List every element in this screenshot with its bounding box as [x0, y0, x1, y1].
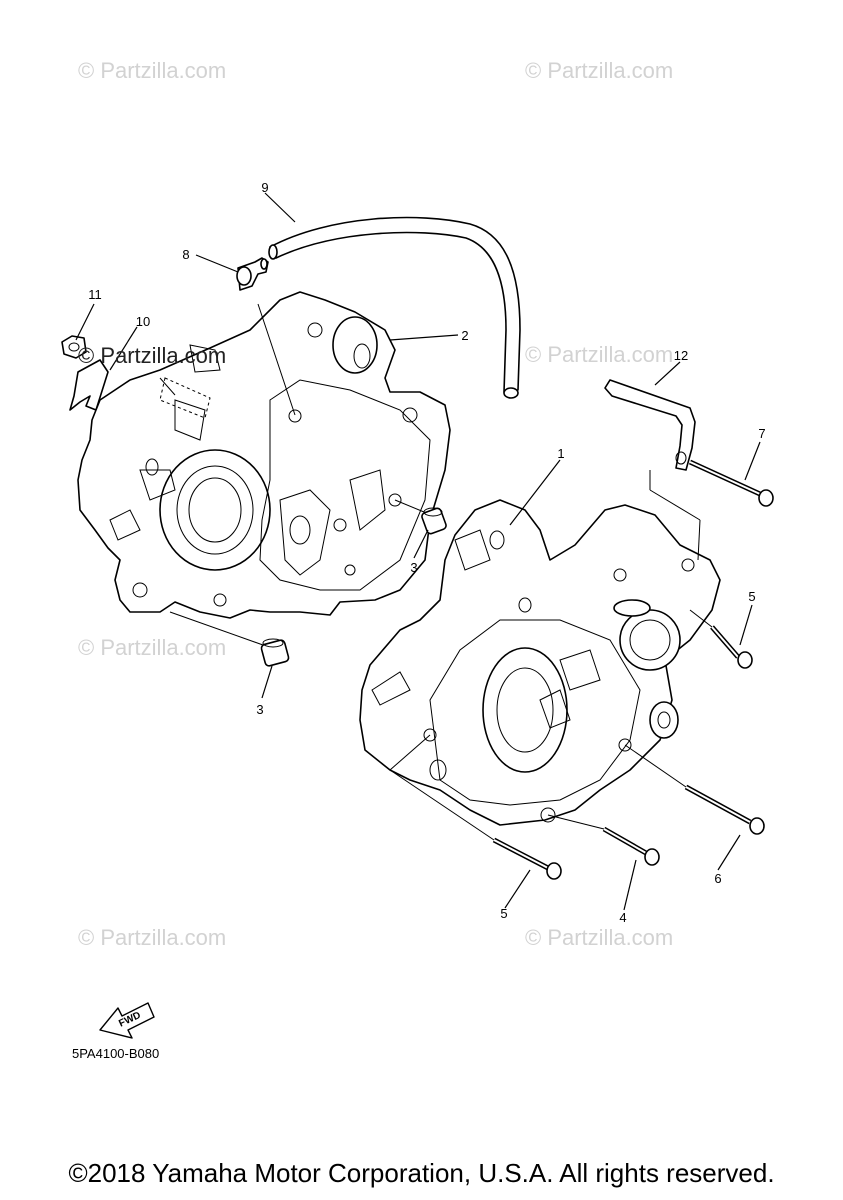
- callout-5-right: 5: [748, 589, 755, 604]
- callout-10: 10: [136, 314, 150, 329]
- fwd-arrow-icon: FWD: [99, 1002, 155, 1039]
- leader-lines: [75, 192, 761, 911]
- callout-2: 2: [461, 328, 468, 343]
- part-11-nut: [61, 335, 87, 359]
- callout-8: 8: [182, 247, 189, 262]
- callout-9: 9: [261, 180, 268, 195]
- part-7-bolt: [688, 459, 774, 507]
- callout-12: 12: [674, 348, 688, 363]
- callout-7: 7: [758, 426, 765, 441]
- part-5-bolt-right: [710, 625, 753, 669]
- callout-11: 11: [88, 287, 102, 302]
- watermark-mid-right: © Partzilla.com: [525, 342, 673, 367]
- callout-1: 1: [557, 446, 564, 461]
- part-3-dowel-lower: [260, 638, 290, 667]
- callout-5-left: 5: [500, 906, 507, 921]
- copyright-notice: ©2018 Yamaha Motor Corporation, U.S.A. A…: [68, 1158, 775, 1188]
- watermark-overlay: © Partzilla.com: [78, 343, 226, 368]
- alignment-lines: [159, 303, 713, 841]
- watermark-mid-left: © Partzilla.com: [78, 635, 226, 660]
- part-10-bracket: [69, 359, 109, 411]
- callout-4: 4: [619, 910, 626, 925]
- part-2-left-crankcase: [77, 291, 451, 619]
- diagram-code: 5PA4100-B080: [72, 1046, 159, 1061]
- callout-3-upper: 3: [410, 560, 417, 575]
- callout-3-lower: 3: [256, 702, 263, 717]
- watermark-bottom-right: © Partzilla.com: [525, 925, 673, 950]
- part-9-hose: [268, 216, 521, 399]
- part-8-fitting: [236, 257, 269, 291]
- part-6-bolt: [684, 784, 765, 835]
- watermark-top-right: © Partzilla.com: [525, 58, 673, 83]
- part-4-bolt: [602, 826, 660, 866]
- callout-6: 6: [714, 871, 721, 886]
- part-5-bolt-left: [492, 837, 562, 880]
- watermark-bottom-left: © Partzilla.com: [78, 925, 226, 950]
- watermark-top-left: © Partzilla.com: [78, 58, 226, 83]
- part-1-right-crankcase: [359, 499, 721, 826]
- part-3-dowel-upper: [421, 507, 447, 535]
- part-12-bracket: [604, 379, 696, 471]
